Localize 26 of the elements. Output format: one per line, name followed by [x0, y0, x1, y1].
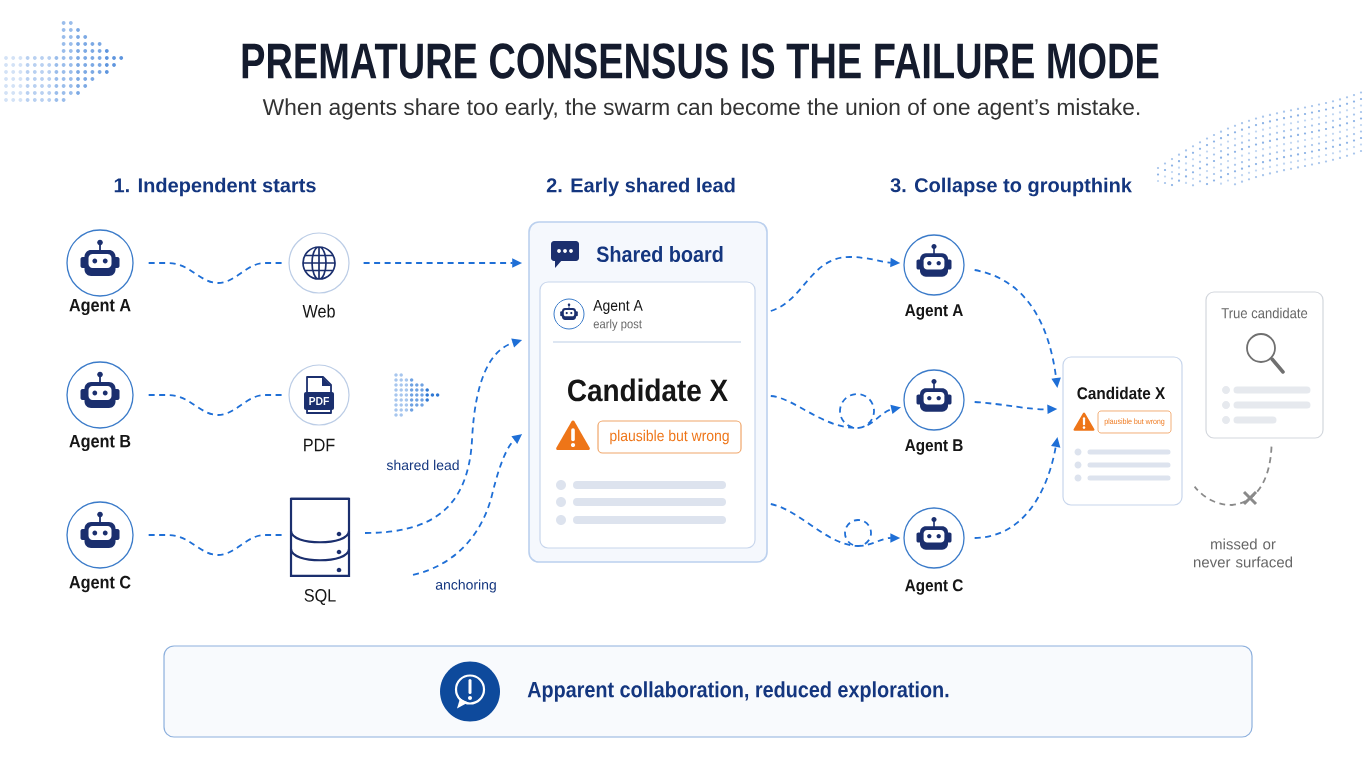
warning-badge: plausible but wrong [597, 420, 742, 454]
source-label: PDF [304, 438, 335, 452]
edge-label: shared lead [384, 458, 462, 472]
edge-label: missed or never surfaced [1190, 537, 1296, 569]
subtitle: When agents share too early, the swarm can become the union of one agent’s mistake. [262, 98, 1140, 120]
agent-name: Agent C [905, 579, 963, 595]
candidate-title: Candidate X [568, 378, 728, 402]
post-meta: early post [593, 319, 642, 331]
panel-heading: Shared board [596, 245, 723, 263]
section-heading: 2. Early shared lead [546, 177, 735, 197]
title: PREMATURE CONSENSUS IS THE FAILURE MODE [242, 43, 1159, 79]
author-name: Agent A [593, 300, 643, 314]
section-heading: 3. Collapse to groupthink [890, 177, 1132, 197]
agent-name: Agent A [69, 298, 131, 316]
source-label: Web [302, 304, 335, 318]
card-heading: Candidate X [1077, 386, 1166, 400]
agent-name: Agent B [905, 439, 963, 455]
section-heading: 1. Independent starts [114, 177, 316, 197]
agent-name: Agent A [905, 304, 963, 320]
edge-label: anchoring [433, 577, 499, 594]
banner-text: Apparent collaboration, reduced exploration. [527, 681, 949, 702]
card-heading: True candidate [1221, 307, 1308, 319]
agent-name: Agent B [69, 434, 131, 452]
agent-name: Agent C [69, 575, 131, 593]
source-label: SQL [304, 589, 336, 605]
dashed-line [1193, 445, 1273, 506]
